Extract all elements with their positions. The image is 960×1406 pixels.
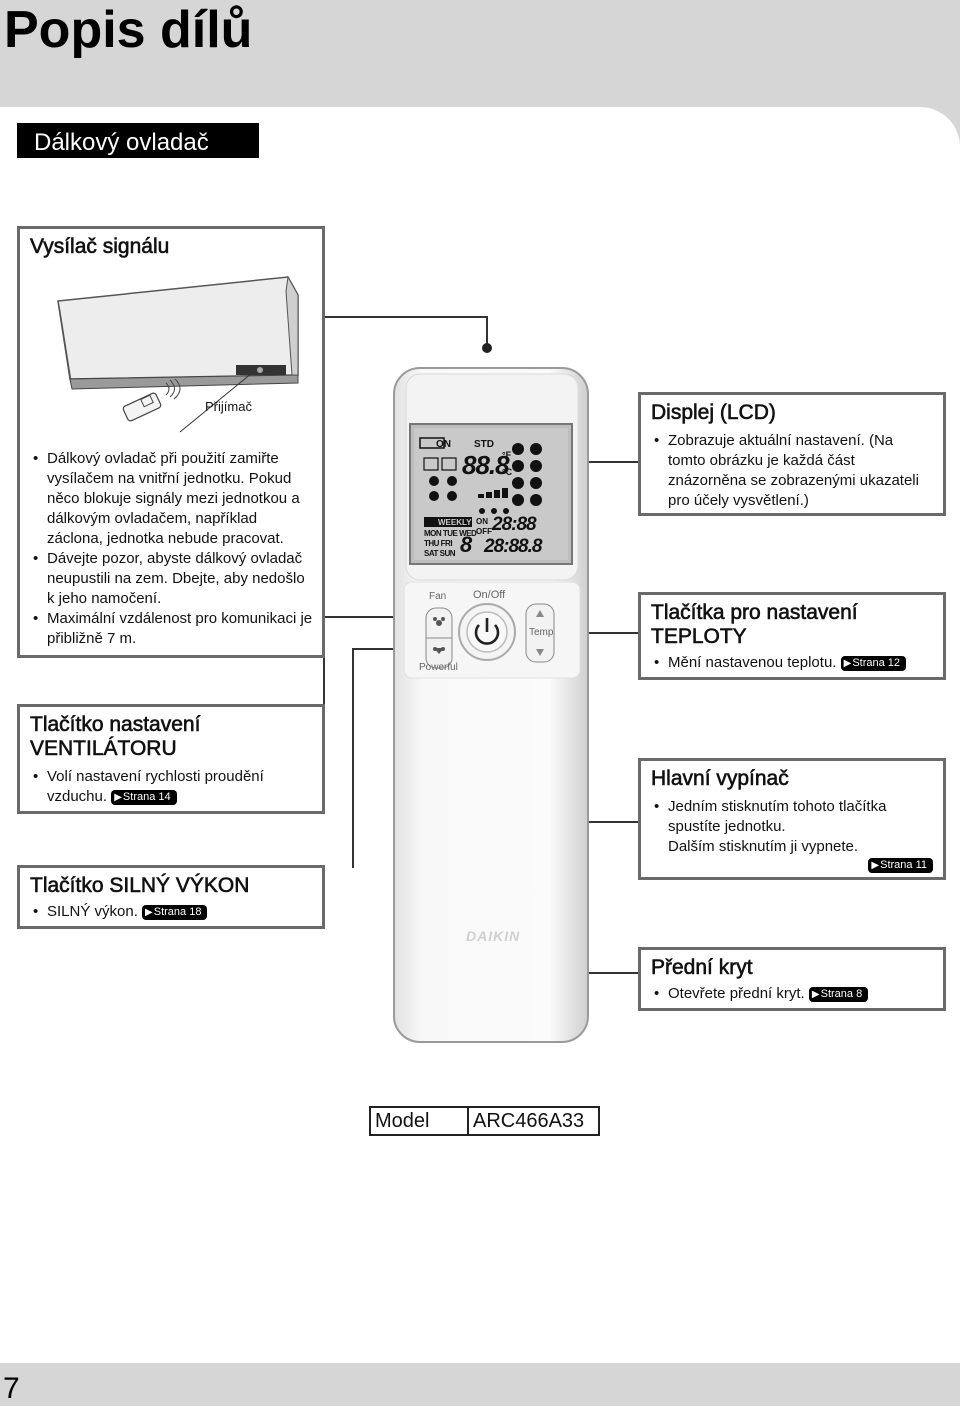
temp-up-button[interactable]: [526, 604, 554, 633]
connector-line: [560, 632, 640, 634]
page-reference[interactable]: ▶Strana 8: [808, 987, 869, 1002]
page-reference[interactable]: ▶Strana 18: [142, 905, 208, 920]
callout-title: Hlavní vypínač: [651, 767, 789, 791]
bullet: Dálkový ovladač při použití zamiřte vysí…: [30, 449, 315, 549]
bullet: SILNÝ výkon. ▶Strana 18: [30, 902, 312, 922]
bullet: Volí nastavení rychlosti proudění vzduch…: [30, 767, 312, 807]
page-reference-label: Strana 11: [880, 859, 927, 871]
bullet: Maximální vzdálenost pro komunikaci je p…: [30, 609, 315, 649]
model-label: Model: [371, 1108, 469, 1134]
callout-front-cover: Přední kryt Otevřete přední kryt. ▶Stran…: [638, 947, 946, 1011]
bullet: Zobrazuje aktuální nastavení. (Na tomto …: [651, 431, 933, 511]
title-line: Tlačítko nastavení: [30, 713, 201, 737]
remote-mini-icon: [122, 379, 181, 422]
page-reference[interactable]: ▶Strana 12: [840, 656, 907, 671]
page-reference-label: Strana 18: [153, 906, 202, 918]
lcd-on-indicator: ON: [436, 439, 451, 450]
title-line: TEPLOTY: [651, 625, 747, 649]
lcd-timer-off: OFF: [476, 527, 492, 536]
callout-title: Displej (LCD): [651, 401, 776, 425]
callout-title: Tlačítko SILNÝ VÝKON: [30, 874, 250, 898]
bullet-text: SILNÝ výkon.: [47, 903, 138, 920]
reference-row: ▶Strana 11: [651, 856, 933, 874]
powerful-button[interactable]: [426, 638, 452, 668]
lcd-time-digits: 28:88.8: [484, 536, 542, 557]
lcd-days: THU FRI: [424, 539, 453, 548]
bullet-text: Volí nastavení rychlosti proudění vzduch…: [47, 768, 264, 805]
page-reference-label: Strana 8: [820, 988, 863, 1000]
bullet-text: Mění nastavenou teplotu.: [668, 654, 837, 671]
bullet-text: Jedním stisknutím tohoto tlačítka spustí…: [668, 798, 887, 835]
connector-line: [486, 316, 488, 348]
callout-display: Displej (LCD) Zobrazuje aktuální nastave…: [638, 392, 946, 516]
callout-main-switch: Hlavní vypínač Jedním stisknutím tohoto …: [638, 758, 946, 880]
signal-bullets: Dálkový ovladač při použití zamiřte vysí…: [30, 449, 315, 649]
bullet-text: Dalším stisknutím ji vypnete.: [668, 838, 859, 855]
page-title: Popis dílů: [4, 1, 253, 59]
page-reference[interactable]: ▶Strana 11: [868, 858, 933, 873]
remote-body: [393, 367, 589, 1043]
lcd-time-digits: 28:88: [492, 514, 537, 535]
lcd-weekly-indicator: WEEKLY: [438, 518, 472, 527]
page-reference-label: Strana 12: [852, 657, 901, 669]
callout-signal-transmitter: Vysílač signálu Přijímač Dálkový ovladač…: [17, 226, 325, 658]
lcd-timer-on: ON: [476, 517, 488, 526]
connector-line: [352, 648, 354, 868]
callout-powerful-button: Tlačítko SILNÝ VÝKON SILNÝ výkon. ▶Stran…: [17, 865, 325, 929]
lcd-unit-c: °C: [502, 467, 513, 477]
remote-controller: ON STD 88.8 °F °C WEEKLY MON TUE WED THU…: [392, 366, 592, 1046]
bullet: Jedním stisknutím tohoto tlačítka spustí…: [651, 797, 933, 857]
lcd-unit-f: °F: [502, 450, 512, 460]
connector-line: [323, 616, 325, 707]
temp-down-button[interactable]: [526, 633, 554, 662]
lcd-day-digit: 8: [460, 532, 473, 557]
title-line: VENTILÁTORU: [30, 737, 177, 761]
onoff-button-label: On/Off: [473, 589, 506, 601]
connector-line: [352, 648, 433, 650]
lcd-days: MON TUE WED: [424, 529, 477, 538]
model-table: Model ARC466A33: [369, 1106, 600, 1136]
page-number: 7: [3, 1372, 20, 1405]
callout-title: Přední kryt: [651, 956, 753, 980]
connector-line: [562, 461, 640, 463]
connector-line: [323, 316, 487, 318]
lcd-big-digits: 88.8: [462, 450, 510, 480]
section-title: Dálkový ovladač: [17, 123, 259, 158]
fan-button[interactable]: [426, 608, 452, 638]
lcd-days: SAT SUN: [424, 549, 456, 558]
callout-title: Vysílač signálu: [30, 235, 170, 259]
connector-line: [568, 972, 640, 974]
indoor-unit-illustration: [57, 275, 299, 433]
brand-logo: DAIKIN: [466, 928, 521, 944]
model-value: ARC466A33: [473, 1110, 585, 1132]
page-reference-label: Strana 14: [122, 791, 171, 803]
title-line: Tlačítka pro nastavení: [651, 601, 858, 625]
powerful-button-label: Powerful: [419, 662, 458, 673]
fan-button-label: Fan: [429, 591, 447, 602]
connector-dot: [482, 343, 492, 353]
receiver-label: Přijímač: [205, 399, 252, 414]
temp-button-label: Temp: [529, 627, 554, 638]
bullet: Mění nastavenou teplotu. ▶Strana 12: [651, 653, 933, 673]
onoff-button[interactable]: [459, 604, 515, 660]
page-reference[interactable]: ▶Strana 14: [111, 790, 177, 805]
bullet: Dávejte pozor, abyste dálkový ovladač ne…: [30, 549, 315, 609]
bullet: Otevřete přední kryt. ▶Strana 8: [651, 984, 933, 1004]
lcd-std-indicator: STD: [474, 439, 494, 450]
bullet-text: Otevřete přední kryt.: [668, 985, 805, 1002]
connector-line: [323, 616, 433, 618]
